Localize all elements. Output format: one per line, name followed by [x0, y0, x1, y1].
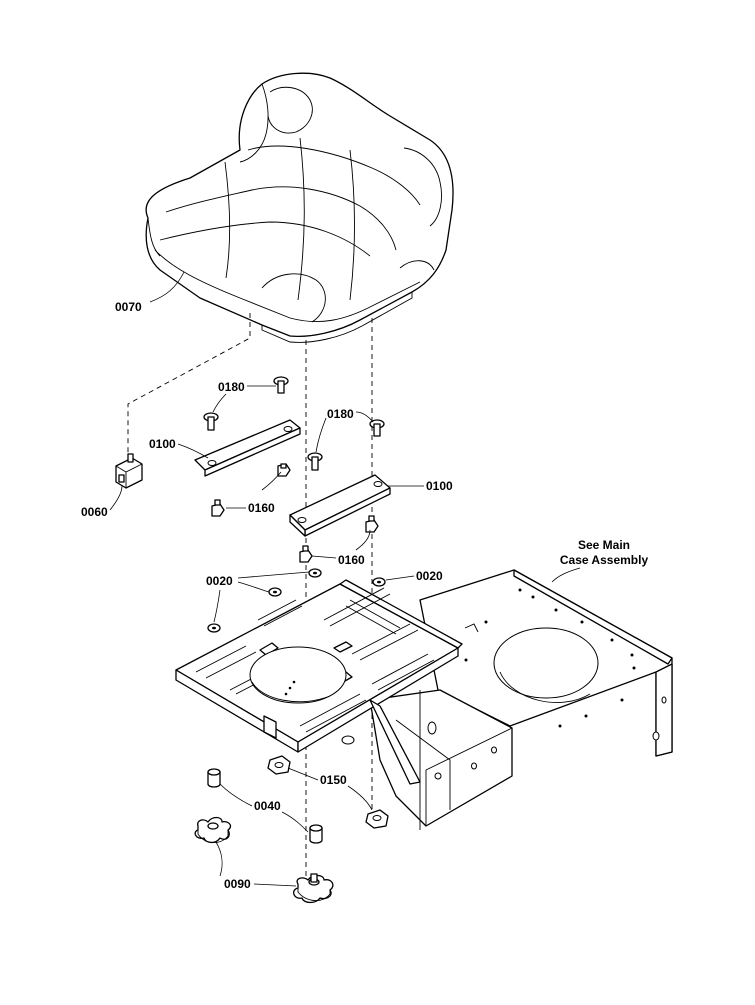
main-case — [369, 569, 673, 830]
spacer — [309, 824, 323, 844]
seat-switch — [115, 453, 143, 489]
see-main-label-line1: See Main — [578, 538, 630, 552]
star-knob — [293, 873, 334, 904]
label-0100: 0100 — [149, 437, 176, 451]
label-0060: 0060 — [81, 505, 108, 519]
seat-mount-plate — [175, 579, 463, 785]
seat-slide — [194, 419, 301, 477]
label-0090: 0090 — [224, 877, 251, 891]
label-0020: 0020 — [206, 574, 233, 588]
leader-lines — [109, 271, 581, 887]
hex-bolt — [211, 499, 225, 517]
washer — [372, 577, 386, 587]
label-0070: 0070 — [115, 300, 142, 314]
star-knob — [194, 816, 232, 844]
washer — [308, 568, 322, 578]
label-0100: 0100 — [426, 479, 453, 493]
seat — [145, 72, 454, 343]
label-0020: 0020 — [416, 569, 443, 583]
hex-bolt — [365, 515, 379, 533]
carriage-bolt — [307, 452, 323, 471]
label-0160: 0160 — [248, 501, 275, 515]
label-0160: 0160 — [338, 553, 365, 567]
carriage-bolt — [273, 376, 289, 394]
washer — [268, 587, 282, 597]
lock-nut — [365, 809, 389, 829]
label-0040: 0040 — [254, 799, 281, 813]
hex-bolt — [277, 463, 291, 477]
carriage-bolt — [203, 412, 219, 431]
see-main-label-line2: Case Assembly — [560, 553, 649, 567]
seat-slide — [289, 474, 391, 537]
label-0150: 0150 — [320, 773, 347, 787]
spacer — [207, 768, 221, 788]
lock-nut — [267, 755, 291, 775]
carriage-bolt — [369, 419, 385, 437]
hex-bolt — [299, 545, 313, 563]
washer — [207, 623, 221, 633]
label-0180: 0180 — [327, 407, 354, 421]
label-0180: 0180 — [218, 380, 245, 394]
